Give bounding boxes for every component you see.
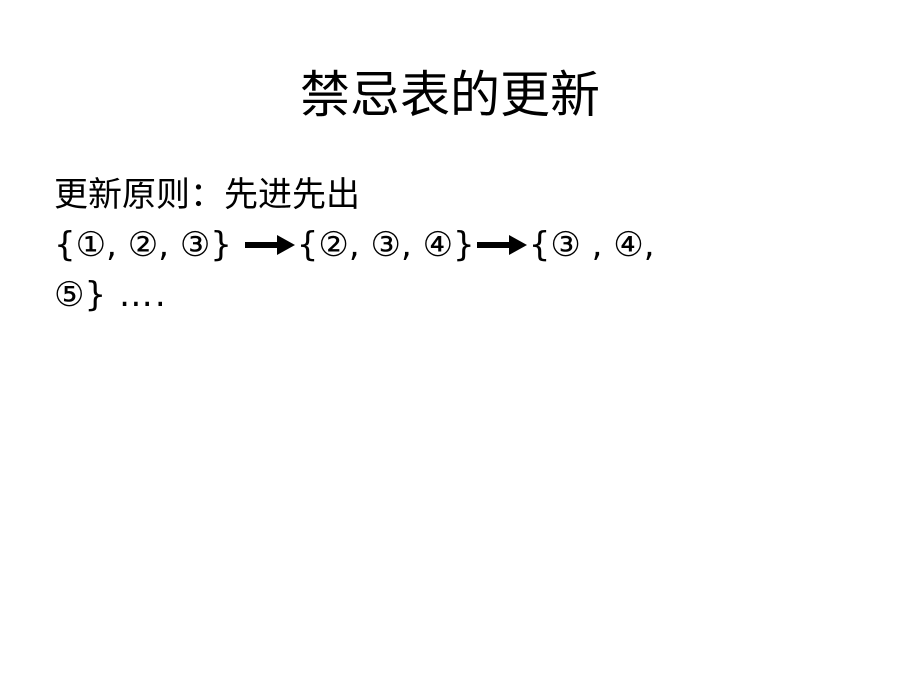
right-arrow-icon [244,235,295,255]
ellipsis: …. [106,275,168,315]
update-principle: 更新原则：先进先出 [54,175,360,215]
slide-body: 更新原则：先进先出 {①, ②, ③} {②, ③, ④} {③ , ④, ⑤}… [54,170,854,320]
tabu-set-1: {①, ②, ③} [54,225,232,265]
tabu-set-2: {②, ③, ④} [296,225,475,265]
tabu-set-3-start: {③ , ④, [528,225,655,265]
tabu-set-3-end: ⑤} [54,275,107,315]
right-arrow-icon [476,235,527,255]
slide-title: 禁忌表的更新 [300,66,600,124]
sequence-line-1: {①, ②, ③} {②, ③, ④} {③ , ④, [54,220,854,270]
sequence-line-2: ⑤} …. [54,270,854,320]
